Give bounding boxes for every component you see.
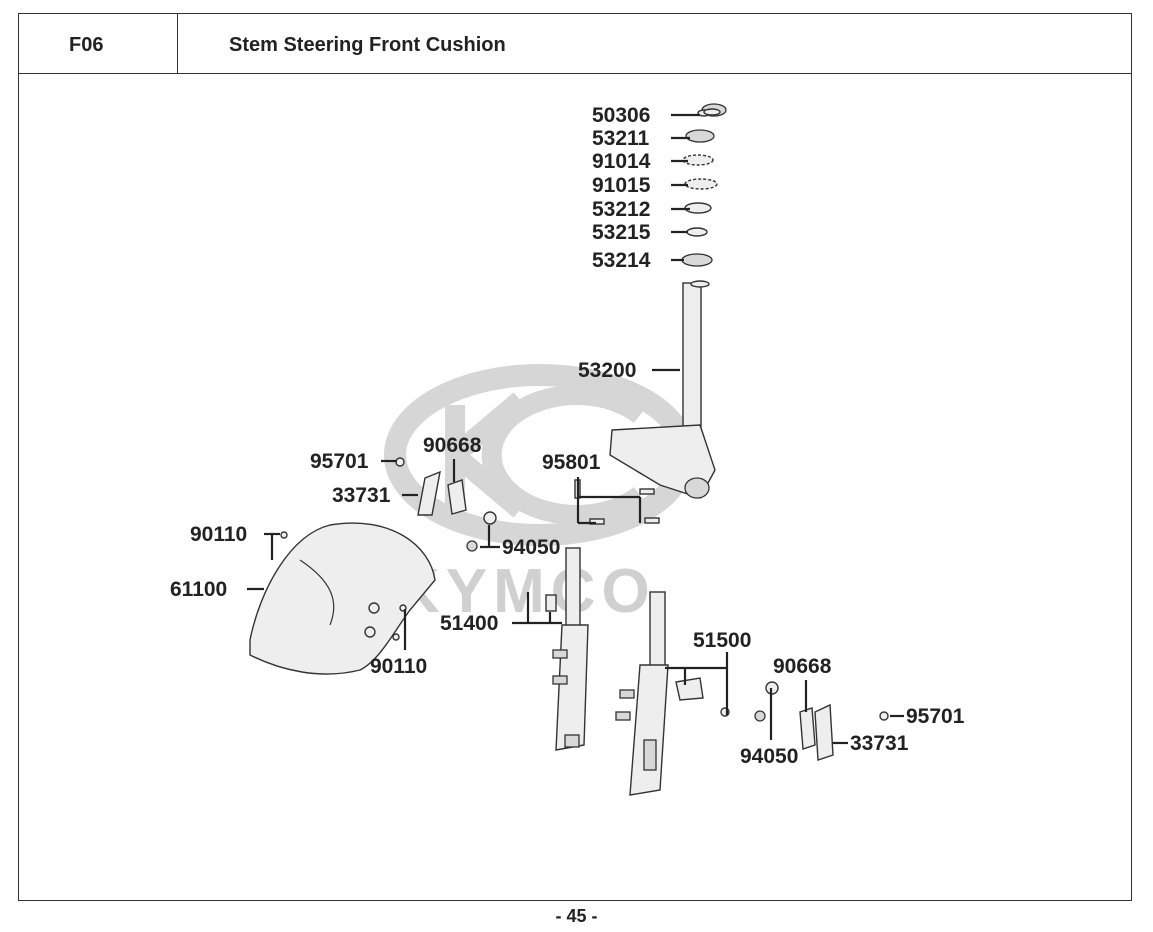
- section-code-cell: F06: [19, 14, 178, 73]
- leader-lines: [247, 113, 904, 745]
- callout-51500: 51500: [693, 629, 751, 652]
- callout-95801: 95801: [542, 451, 601, 474]
- callout-53215: 53215: [592, 221, 651, 244]
- page-number: - 45 -: [555, 906, 598, 926]
- right-bracket-parts: [754, 681, 889, 761]
- callout-51400: 51400: [440, 612, 498, 635]
- left-bracket-parts: [395, 457, 497, 552]
- section-title: Stem Steering Front Cushion: [229, 34, 506, 56]
- callout-90668-left: 90668: [423, 434, 482, 457]
- callout-95701-left: 95701: [310, 450, 369, 473]
- callout-91014: 91014: [592, 150, 651, 173]
- section-code: F06: [69, 34, 104, 56]
- callout-53211: 53211: [592, 127, 650, 150]
- callout-33731-left: 33731: [332, 484, 391, 507]
- callout-61100: 61100: [170, 578, 227, 601]
- callout-53200: 53200: [578, 359, 636, 382]
- callout-90668-right: 90668: [773, 655, 832, 678]
- callout-90110-top: 90110: [190, 523, 247, 546]
- right-fork: [615, 591, 730, 796]
- callout-91015: 91015: [592, 174, 651, 197]
- callout-90110-bottom: 90110: [370, 655, 427, 678]
- steering-stem: [609, 280, 716, 499]
- callout-50306: 50306: [592, 104, 650, 127]
- callout-33731-right: 33731: [850, 732, 909, 755]
- callout-95701-right: 95701: [906, 705, 965, 728]
- watermark-text: KYMCO: [395, 557, 656, 626]
- header-bar: F06 Stem Steering Front Cushion: [19, 14, 1131, 74]
- front-fender: [249, 522, 436, 675]
- kymco-watermark-logo: KYMCO: [384, 364, 696, 626]
- left-fork: [545, 547, 589, 751]
- callout-94050-right: 94050: [740, 745, 798, 768]
- callout-53214: 53214: [592, 249, 651, 272]
- callout-labels: 50306 53211 91014 91015 53212 53215 5321…: [170, 104, 965, 768]
- bearing-stack: [681, 103, 727, 267]
- callout-94050-left: 94050: [502, 536, 560, 559]
- callout-53212: 53212: [592, 198, 650, 221]
- diagram-frame: F06 Stem Steering Front Cushion: [18, 13, 1132, 901]
